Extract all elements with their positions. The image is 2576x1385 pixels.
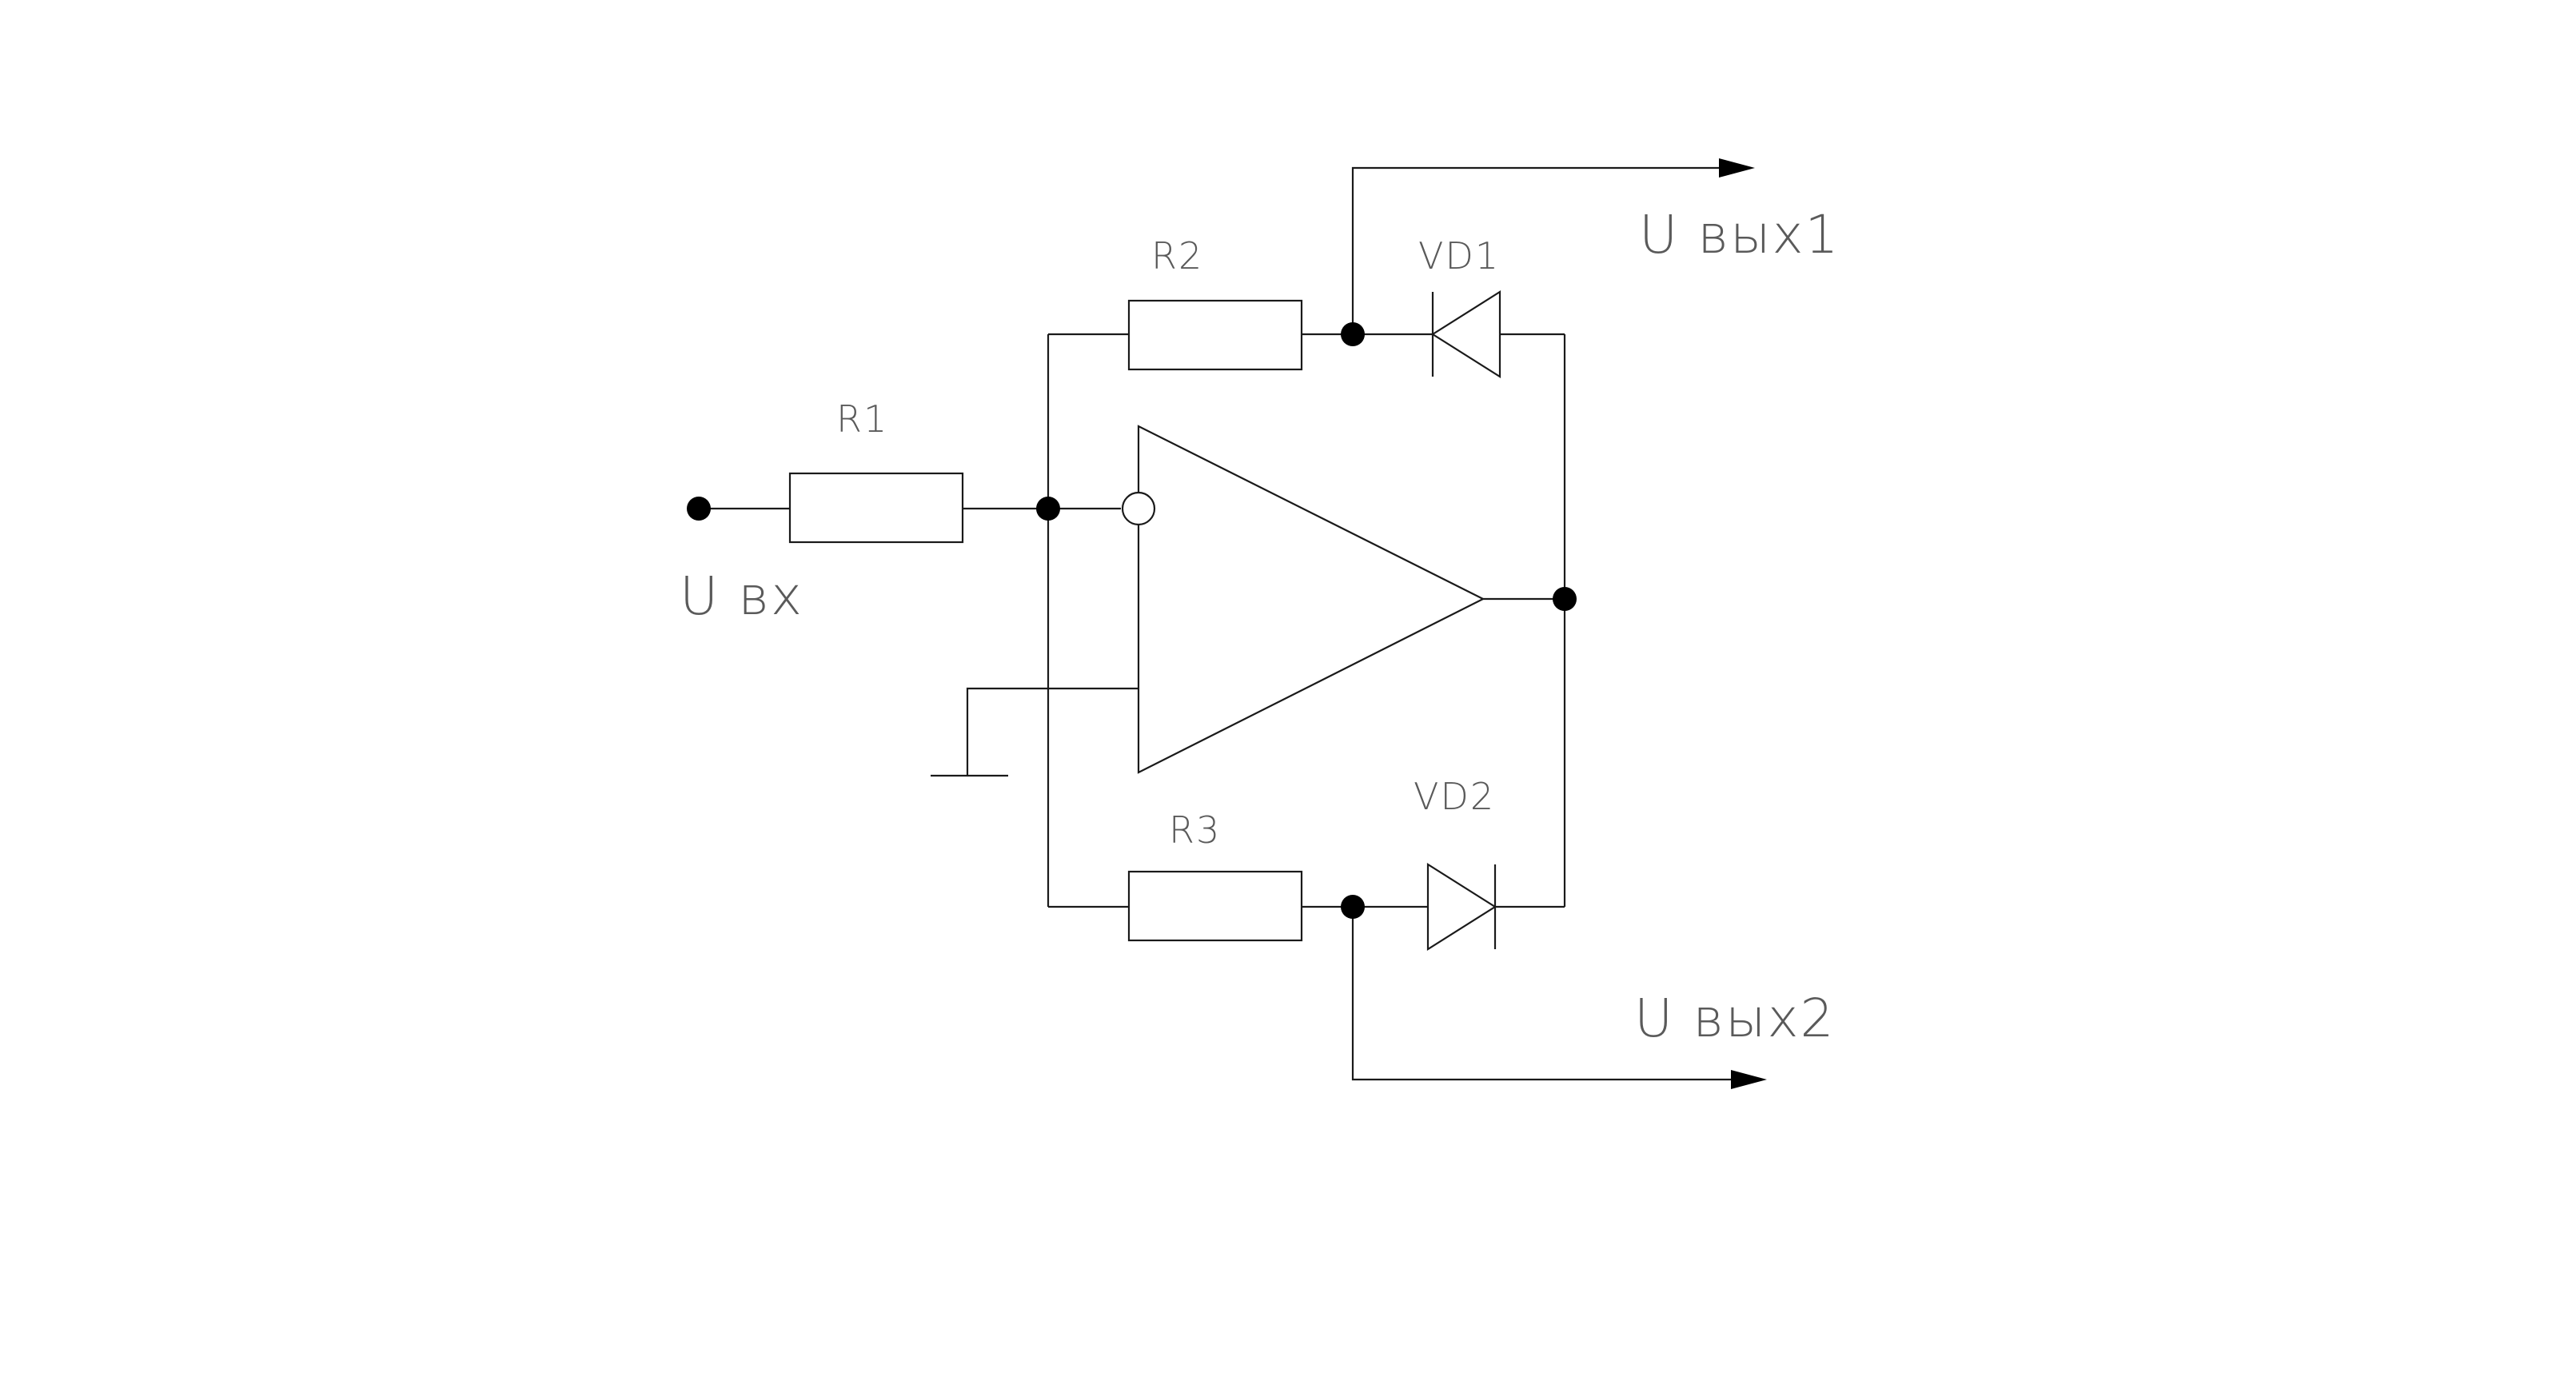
diode-vd1 [1430, 290, 1501, 378]
diode-vd1-triangle [1430, 290, 1501, 378]
label-output1: U вых1 [1639, 204, 1840, 265]
label-vd2: VD2 [1414, 775, 1495, 818]
op-amp [1137, 425, 1485, 774]
diode-vd2-triangle [1426, 863, 1497, 951]
wires [699, 166, 1731, 1081]
junction-output1-node [1341, 322, 1365, 346]
resistor-r3 [1127, 870, 1303, 942]
wire-output1 [1351, 166, 1719, 334]
wire-output2 [1351, 907, 1731, 1081]
wire-noninverting-ground [966, 687, 1138, 776]
diode-vd2 [1426, 863, 1497, 951]
output1-arrow [1719, 158, 1755, 178]
output2-arrow [1731, 1070, 1767, 1089]
label-input: U вх [680, 565, 804, 627]
input-terminal-node [687, 497, 711, 521]
junction-opamp-output-node [1553, 587, 1577, 611]
resistor-r2 [1127, 299, 1303, 371]
label-r3: R3 [1169, 808, 1221, 852]
label-vd1: VD1 [1418, 234, 1500, 277]
junction-inverting-node [1036, 497, 1060, 521]
label-r2: R2 [1151, 234, 1203, 277]
label-r1: R1 [836, 397, 888, 441]
junction-output2-node [1341, 895, 1365, 919]
inverting-input-circle [1121, 491, 1156, 526]
label-output2: U вых2 [1634, 988, 1836, 1049]
resistor-r1 [788, 472, 964, 544]
